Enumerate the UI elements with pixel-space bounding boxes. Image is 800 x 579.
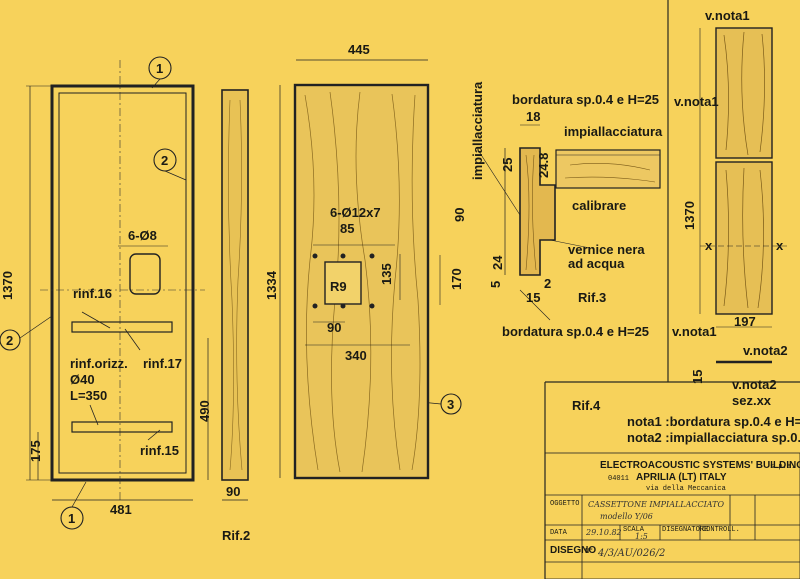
rif4-vnota1-top: v.nota1 (705, 8, 750, 23)
oggetto-label: OGGETTO (550, 500, 579, 508)
callout-1-top: 1 (156, 61, 163, 76)
rif3-dim-2: 2 (544, 276, 551, 291)
rif4-dim-1370: 1370 (682, 201, 697, 230)
back-dim-r9: R9 (330, 279, 347, 294)
rif3-impiallacciatura-vertical: impiallacciatura (470, 81, 485, 180)
data-label: DATA (550, 529, 568, 537)
rif3-bordatura-bottom: bordatura sp.0.4 e H=25 (502, 324, 649, 339)
company-name: ELECTROACOUSTIC SYSTEMS' BUILDINGS (600, 460, 800, 471)
back-holes (312, 253, 375, 309)
disegno-value: 4/3/AU/026/2 (597, 548, 665, 559)
rif2-label: Rif.2 (222, 528, 250, 543)
rif4-vnota2-bottom: v.nota2 (732, 377, 777, 392)
rif4-section-mark-right: x (776, 238, 784, 253)
front-height-dim: 1370 (0, 271, 15, 300)
rif4-nota1: nota1 :bordatura sp.0.4 e H=22 (627, 414, 800, 429)
rif4-dim-15: 15 (690, 370, 705, 384)
callout-2-right: 2 (161, 153, 168, 168)
rif4-label: Rif.4 (572, 398, 601, 413)
disegno-no: N° (585, 547, 593, 556)
rif4-section-label: sez.xx (732, 393, 772, 408)
disegnatore-label: DISEGNATORE (662, 526, 708, 534)
side-depth-dim: 90 (226, 484, 240, 499)
data-value: 29.10.82 (585, 528, 622, 537)
rif3-calibrare: calibrare (572, 198, 626, 213)
company-zip: 04011 (608, 475, 629, 483)
rinf16-label: rinf.16 (73, 286, 112, 301)
scala-value: 1:5 (635, 532, 648, 541)
rif4-section-mark-left: x (705, 238, 713, 253)
company-city: APRILIA (LT) ITALY (636, 472, 727, 483)
scala-label: SCALA (623, 526, 645, 534)
callout-3: 3 (447, 397, 454, 412)
rif4-dim-197: 197 (734, 314, 756, 329)
rif3-vernice-line2: ad acqua (568, 256, 625, 271)
rinf-orizz-length: L=350 (70, 388, 107, 403)
rif4-vnota2-top: v.nota2 (743, 343, 788, 358)
company-street: via della Meccanica (646, 485, 726, 493)
rif3-dim-90: 90 (452, 208, 467, 222)
controllato-label: CONTROLL. (702, 526, 740, 534)
back-dim-85: 85 (340, 221, 354, 236)
rif3-vernice-line1: vernice nera (568, 242, 645, 257)
rif3-dim-24: 24 (490, 255, 505, 270)
callout-2-left: 2 (6, 333, 13, 348)
front-holes-label: 6-Ø8 (128, 228, 157, 243)
rif3-dim-15: 15 (526, 290, 540, 305)
rinf-orizz-label: rinf.orizz. (70, 356, 128, 371)
rif4-panel-top (715, 27, 773, 159)
back-dim-170: 170 (449, 268, 464, 290)
front-view (26, 60, 209, 501)
rif3-label: Rif.3 (578, 290, 606, 305)
back-dim-340: 340 (345, 348, 367, 363)
rif3-bordatura-top: bordatura sp.0.4 e H=25 (512, 92, 659, 107)
rif3-dim-5: 5 (488, 281, 503, 288)
company-suffix: s.p.a. (770, 463, 795, 471)
front-dim-175: 175 (28, 440, 43, 462)
rif3-dim-18: 18 (526, 109, 540, 124)
rif4-vnota1-side: v.nota1 (674, 94, 719, 109)
oggetto-value-1: CASSETTONE IMPIALLACCIATO (588, 500, 724, 509)
back-width-dim: 445 (348, 42, 370, 57)
front-width-dim: 481 (110, 502, 132, 517)
rif3-section (477, 124, 661, 321)
rif4-vnota1-bottom: v.nota1 (672, 324, 717, 339)
callout-1-bottom: 1 (68, 511, 75, 526)
disegno-label: DISEGNO (550, 545, 596, 556)
back-dim-135: 135 (379, 263, 394, 285)
rinf17-label: rinf.17 (143, 356, 182, 371)
back-dim-90: 90 (327, 320, 341, 335)
back-view (279, 59, 441, 480)
back-holes-label: 6-Ø12x7 (330, 205, 381, 220)
rif3-impiallacciatura: impiallacciatura (564, 124, 663, 139)
back-height-dim: 1334 (264, 270, 279, 300)
oggetto-value-2: modello Y/06 (600, 512, 653, 521)
rif3-dim-24-8: 24.8 (536, 153, 551, 178)
rif3-dim-25: 25 (500, 158, 515, 172)
title-block (544, 452, 800, 579)
rinf-orizz-dia: Ø40 (70, 372, 95, 387)
side-view (221, 89, 249, 501)
rinf15-label: rinf.15 (140, 443, 179, 458)
front-dim-490: 490 (197, 400, 212, 422)
rif4-nota2: nota2 :impiallacciatura sp.0.4 (627, 430, 800, 445)
rif4-panel-bottom (699, 28, 790, 364)
